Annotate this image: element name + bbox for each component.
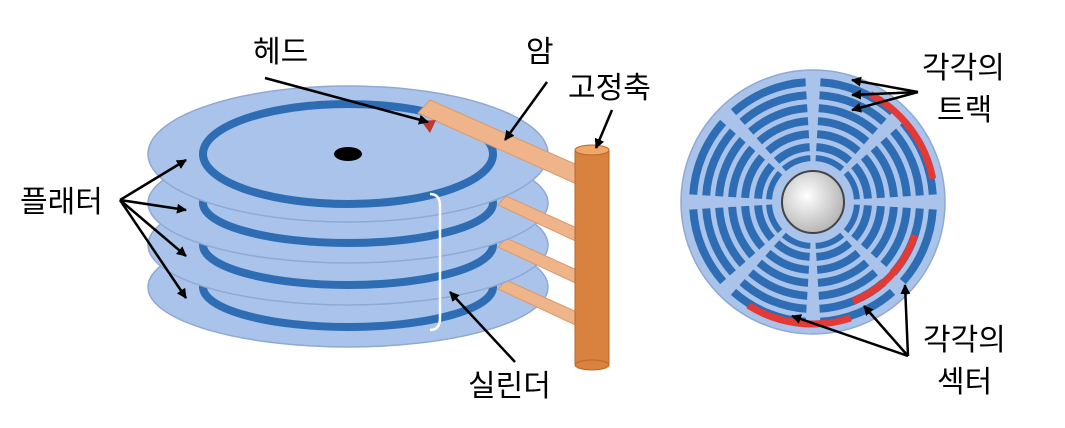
- sector-label-line1: 각각의: [923, 323, 1006, 358]
- track-segment: [860, 205, 885, 250]
- track-segment: [781, 155, 811, 172]
- platter-arrow-3: [119, 199, 187, 257]
- track-segment: [880, 137, 911, 197]
- track-segment: [765, 130, 810, 155]
- track-segment: [702, 208, 736, 276]
- track-segment: [773, 143, 811, 164]
- track-segment: [880, 207, 911, 267]
- track-segment: [843, 204, 860, 234]
- track-segment: [715, 137, 746, 197]
- platter-stack: [147, 85, 610, 371]
- track-segment: [739, 91, 807, 125]
- track-segment: [851, 204, 872, 242]
- highlighted-sector: [868, 91, 937, 180]
- platter-arrow-1: [119, 158, 187, 202]
- track-segment: [689, 119, 727, 195]
- track-segment: [728, 206, 756, 259]
- track-label-line1: 각각의: [922, 51, 1005, 86]
- sector-arrow-2: [863, 305, 909, 357]
- track-segment: [870, 206, 898, 259]
- track-segment: [860, 154, 885, 199]
- pointer-arrows: [118, 76, 919, 363]
- track-segment: [818, 269, 878, 300]
- track-arrow-2: [851, 89, 919, 100]
- track-segment: [702, 128, 736, 196]
- track-segment: [739, 279, 807, 313]
- cylinder-label: 실린더: [468, 369, 551, 404]
- head-label: 헤드: [253, 35, 308, 70]
- track-segment: [765, 249, 810, 274]
- track-segment: [890, 128, 924, 196]
- hub: [781, 170, 845, 234]
- track-segment: [815, 155, 845, 172]
- track-segment: [756, 117, 809, 145]
- track-segment: [766, 204, 783, 234]
- track-segment: [754, 162, 775, 200]
- spindle-label: 고정축: [568, 71, 651, 106]
- track-segment: [816, 130, 861, 155]
- spindle-arrow: [594, 109, 614, 149]
- platter-1: [147, 85, 549, 223]
- track-segment: [781, 232, 811, 249]
- track-segment: [756, 259, 809, 287]
- track-arrow-1: [851, 76, 919, 94]
- track-segment: [728, 145, 756, 198]
- track-segment: [816, 249, 861, 274]
- track-segment: [748, 269, 808, 300]
- track-label-line2: 트랙: [937, 93, 992, 128]
- platter-label: 플래터: [20, 185, 103, 220]
- track-segment: [773, 240, 811, 261]
- track-arrow-3: [851, 90, 919, 113]
- track-segment: [815, 232, 845, 249]
- track-segment: [843, 170, 860, 200]
- track-segment: [754, 204, 775, 242]
- track-segment: [766, 170, 783, 200]
- track-segment: [899, 209, 937, 285]
- track-segment: [815, 143, 853, 164]
- spindle: [574, 144, 610, 371]
- arm-label: 암: [526, 35, 554, 70]
- cylinder-arrow: [449, 291, 516, 363]
- sector-arrow-3: [900, 284, 911, 357]
- track-segment: [851, 162, 872, 200]
- track-segment: [818, 104, 878, 135]
- arm-arrow: [503, 81, 549, 141]
- platter-arrow-2: [119, 198, 187, 214]
- sector-arrow-1: [791, 314, 909, 358]
- track-segment: [741, 205, 766, 250]
- sector-label-line2: 섹터: [937, 365, 992, 400]
- cylinder-bracket: [429, 192, 442, 332]
- track-segment: [748, 104, 808, 135]
- track-segment: [817, 259, 870, 287]
- track-segment: [870, 145, 898, 198]
- track-segment: [817, 117, 870, 145]
- track-segment: [715, 207, 746, 267]
- head-arrow: [264, 76, 429, 125]
- track-segment: [815, 240, 853, 261]
- track-segment: [730, 78, 806, 116]
- spindle-hole: [334, 147, 362, 161]
- platter-arrow-4: [118, 199, 188, 299]
- track-segment: [689, 209, 727, 285]
- track-segment: [741, 154, 766, 199]
- highlighted-sector: [851, 233, 919, 305]
